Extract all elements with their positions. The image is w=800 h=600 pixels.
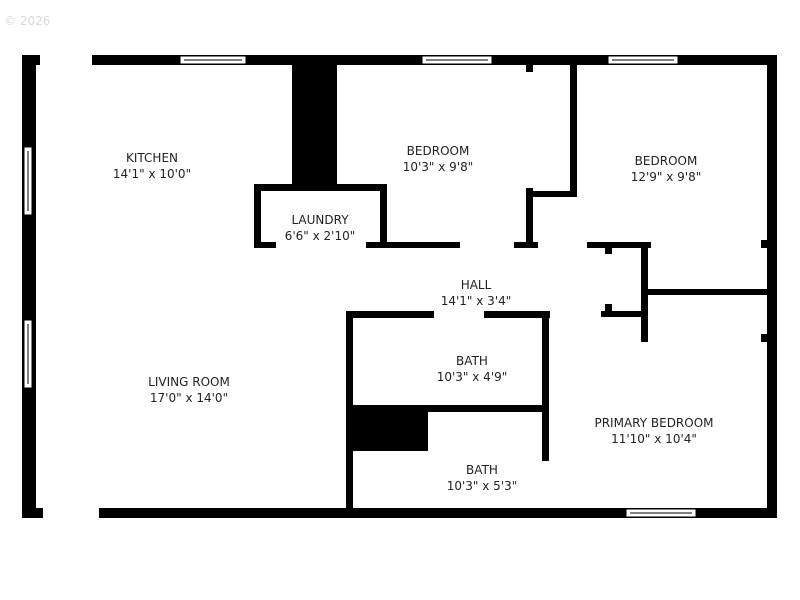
room-dimensions: 14'1" x 3'4" bbox=[440, 294, 512, 308]
room-primary-bedroom: PRIMARY BEDROOM 11'10" x 10'4" bbox=[594, 415, 713, 447]
room-dimensions: 11'10" x 10'4" bbox=[611, 432, 697, 446]
room-dimensions: 10'3" x 9'8" bbox=[402, 160, 474, 174]
room-laundry: LAUNDRY 6'6" x 2'10" bbox=[285, 212, 356, 244]
room-name: BATH bbox=[466, 463, 498, 477]
room-name: LIVING ROOM bbox=[148, 375, 230, 389]
room-name: LAUNDRY bbox=[291, 213, 349, 227]
room-dimensions: 14'1" x 10'0" bbox=[112, 167, 192, 181]
room-bedroom-2: BEDROOM 12'9" x 9'8" bbox=[631, 153, 702, 185]
room-dimensions: 6'6" x 2'10" bbox=[284, 229, 356, 243]
room-name: BATH bbox=[456, 354, 488, 368]
room-name: PRIMARY BEDROOM bbox=[594, 416, 714, 430]
room-dimensions: 10'3" x 4'9" bbox=[436, 370, 508, 384]
room-name: KITCHEN bbox=[126, 151, 178, 165]
copyright-text: © 2026 bbox=[4, 14, 51, 28]
room-name: HALL bbox=[460, 278, 492, 292]
room-dimensions: 17'0" x 14'0" bbox=[149, 391, 229, 405]
walls bbox=[22, 55, 777, 518]
windows bbox=[23, 54, 697, 519]
room-living-room: LIVING ROOM 17'0" x 14'0" bbox=[148, 374, 230, 406]
room-name: BEDROOM bbox=[406, 144, 470, 158]
room-kitchen: KITCHEN 14'1" x 10'0" bbox=[113, 150, 191, 182]
room-bath-1: BATH 10'3" x 4'9" bbox=[437, 353, 508, 385]
room-dimensions: 12'9" x 9'8" bbox=[630, 170, 702, 184]
room-bath-2: BATH 10'3" x 5'3" bbox=[447, 462, 518, 494]
room-bedroom-1: BEDROOM 10'3" x 9'8" bbox=[403, 143, 474, 175]
room-dimensions: 10'3" x 5'3" bbox=[446, 479, 518, 493]
room-name: BEDROOM bbox=[634, 154, 698, 168]
room-hall: HALL 14'1" x 3'4" bbox=[441, 277, 512, 309]
